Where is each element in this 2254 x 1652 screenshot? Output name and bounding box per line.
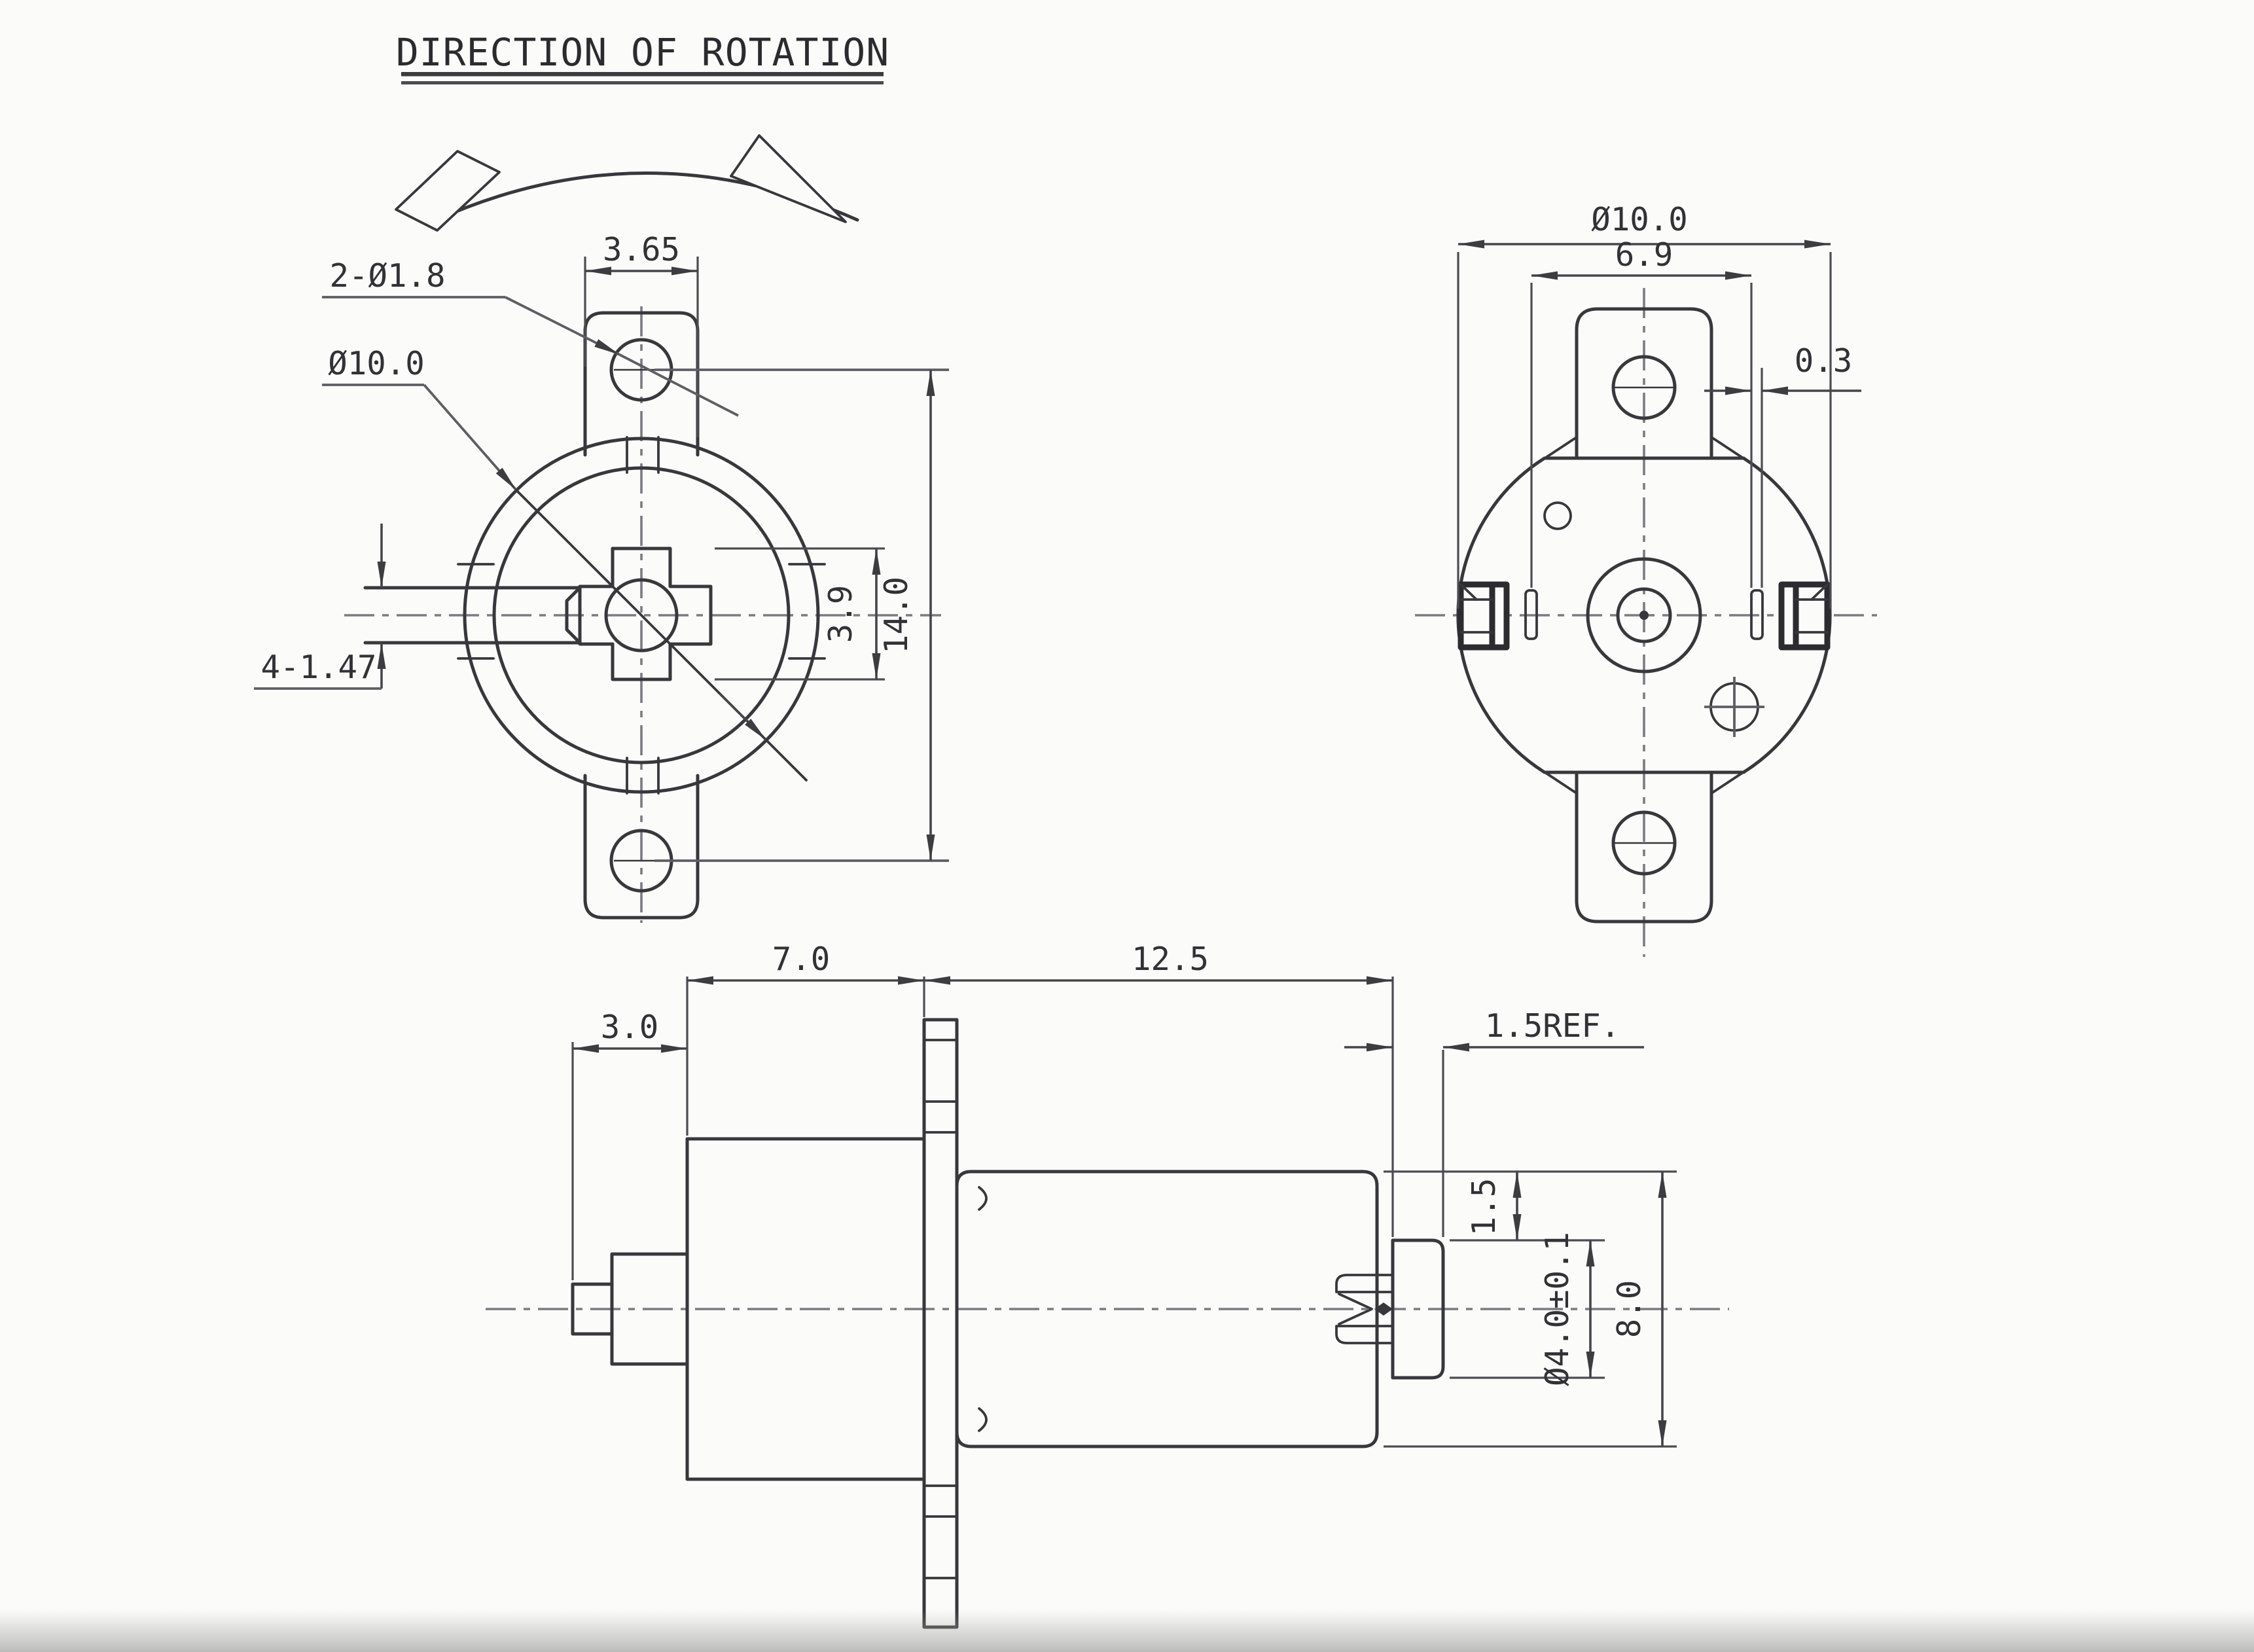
dimension-tab-holes: 2-Ø1.8 [322,257,739,417]
rear-body-outline [1456,456,1832,774]
terminal-right [1778,581,1831,651]
can-crimp-bottom [978,1407,988,1432]
rotation-direction-arrow [395,134,859,232]
dim-label-motor-diameter: 8.0 [1611,1280,1648,1338]
dim-label-rear-boss-length: 1.5REF. [1485,1007,1620,1045]
dimension-slot-spacing: 6.9 [1530,236,1753,588]
rear-shaft-fork [1335,1274,1394,1344]
rear-tab-bottom [1575,770,1713,924]
dimension-motor-diameter: 8.0 [1384,1172,1677,1448]
dimension-tab-width: 3.65 [584,231,699,437]
dim-label-mount-spacing: 14.0 [878,577,915,654]
flange-plate-edge [922,1018,959,1629]
dim-label-rear-offset: 1.5 [1465,1178,1503,1236]
rotation-arrowhead-left-icon [395,150,501,232]
dimension-rear-body-diameter: Ø10.0 [1457,201,1832,609]
dim-label-slot-spacing: 6.9 [1615,236,1673,274]
slot-right [1750,589,1764,640]
rear-boss [1391,1238,1445,1380]
front-view: 3.65 2-Ø1.8 Ø10.0 4-1.47 [254,231,949,923]
dim-label-rear-shaft-diameter: Ø4.0±0.1 [1539,1232,1576,1386]
title-underline-2 [401,81,884,84]
rear-tab-fillets [1545,436,1744,795]
rear-bearing-inner [1616,587,1672,643]
bottom-fade-strip [0,1610,2254,1652]
dimension-gearbox-length: 7.0 [686,941,925,1136]
shaft-projection [363,586,582,645]
rear-center-dot [1639,611,1649,620]
dimension-slot-width: 0.3 [1704,342,1861,588]
dim-label-flange-diameter: Ø10.0 [328,345,425,382]
rear-view: Ø10.0 6.9 0.3 [1415,201,1877,957]
flange-outer-circle [463,437,820,794]
dim-label-front-shaft-length: 3.0 [601,1009,659,1046]
title-underline-1 [401,72,884,77]
dim-label-shaft-flats: 4-1.47 [260,649,376,686]
rear-hole-bottom [1611,810,1677,876]
pilot-hole [1543,501,1572,530]
dim-label-rear-body-diameter: Ø10.0 [1591,201,1688,238]
dimension-hub-height: 3.9 [715,547,885,681]
shaft-tip-chamfer [565,586,582,645]
flange-ring-ticks [457,436,826,795]
dimension-shaft-flats: 4-1.47 [254,524,386,690]
centerline-diamond [1374,1302,1393,1316]
title-text: DIRECTION OF ROTATION [396,30,889,75]
dim-label-slot-width: 0.3 [1795,342,1853,380]
dim-label-tab-holes: 2-Ø1.8 [329,257,445,295]
drawing-title: DIRECTION OF ROTATION [396,30,889,84]
dim-label-motor-length: 12.5 [1132,941,1209,978]
dim-label-tab-width: 3.65 [603,231,680,268]
terminal-left [1458,581,1510,651]
side-view: 3.0 7.0 12.5 1.5REF. 1.5 [486,941,1729,1629]
screw-head-icon [1704,677,1764,737]
motor-can [955,1170,1379,1448]
slot-left [1524,589,1538,640]
flange-inner-circle [492,466,791,764]
dimension-mount-spacing: 14.0 [654,368,949,862]
rear-bearing-outer [1586,557,1702,673]
dimension-front-shaft-length: 3.0 [571,1009,687,1280]
dimension-rear-boss-length: 1.5REF. [1344,1007,1644,1237]
output-hub-cross [578,547,713,681]
dim-label-hub-height: 3.9 [822,585,859,643]
output-shaft-circle [604,578,679,653]
mounting-tab-bottom [583,774,700,920]
dimension-flange-diameter: Ø10.0 [322,345,808,781]
dimension-motor-length: 12.5 [924,941,1394,1237]
dimension-rear-offset: 1.5 [1384,1170,1677,1242]
rear-tab-top [1575,307,1713,460]
rotation-arrowhead-right-icon [730,134,847,223]
dim-label-gearbox-length: 7.0 [772,941,831,978]
dimension-rear-shaft-diameter: Ø4.0±0.1 [1450,1232,1605,1386]
rear-hole-top [1611,355,1677,420]
can-crimp-top [978,1186,988,1211]
